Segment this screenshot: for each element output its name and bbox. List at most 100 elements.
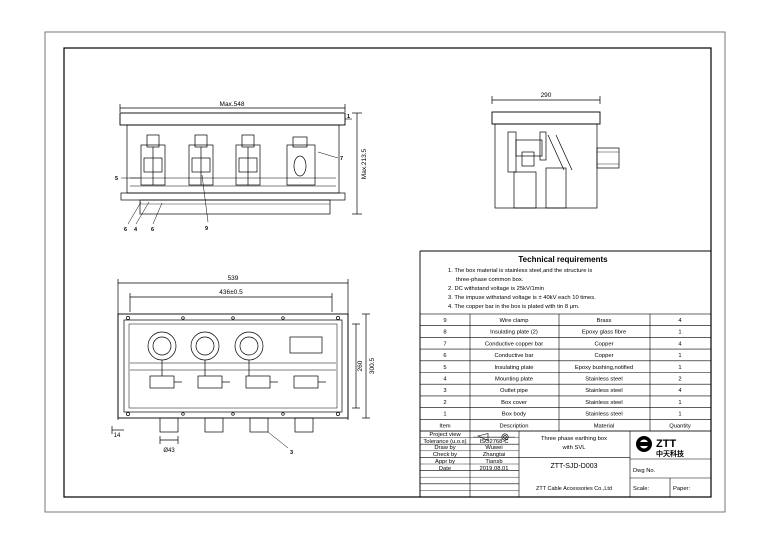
table-row-desc: Insulating plate (2) [490,330,538,336]
front-phase-3 [235,134,261,186]
table-row-material: Stainless steel [585,377,622,383]
table-row-item: 8 [443,330,446,336]
technical-requirements: Technical requirements 1. The box materi… [419,250,711,497]
tech-req-line-2: three-phase common box. [456,277,524,283]
check-by-value: Zhangtai [483,452,506,458]
table-row-desc: Conductive copper bar [485,341,543,347]
table-row-desc: Outlet pipe [500,388,528,394]
tech-req-title: Technical requirements [518,255,608,264]
side-view [491,96,620,209]
drawn-by-label: Draw by [434,445,455,451]
inner-frame [63,47,712,498]
callout-3: 3 [290,450,293,456]
table-header-quantity: Quantity [669,423,691,429]
table-row-material: Stainless steel [585,400,622,406]
top-dim-left: 14 [114,433,121,439]
callout-9: 9 [205,226,208,232]
callout-1: 1 [347,114,350,120]
table-row-desc: Conductive bar [495,353,534,359]
table-row-item: 1 [443,412,446,418]
title-block-text: Project view Tolerance (u.o.s) ISO2768-C… [423,432,690,492]
top-dim-outer: 539 [228,275,239,282]
paper-label: Paper: [673,486,690,492]
table-row-desc: Mounting plate [495,377,533,383]
tech-req-line-4: 3. The impuse withstand voltage is ± 40k… [448,295,596,301]
tech-req-line-1: 1. The box material is stainless steel,a… [448,268,592,274]
table-row-qty: 2 [678,377,681,383]
table-row-item: 7 [443,341,446,347]
logo-text: ZTT [656,438,676,450]
scale-label: Scale: [633,486,650,492]
table-row-qty: 4 [678,388,682,394]
appr-by-label: Appr by [435,459,455,465]
date-label: Date [439,466,451,472]
front-phase-1 [140,134,166,186]
tolerance-label: Tolerance (u.o.s) [423,439,466,445]
table-row-qty: 1 [678,353,681,359]
ztt-logo: ZTT 中天科技 [636,436,685,458]
drawn-by-value: Wuwei [485,445,502,451]
top-dim-inner: 436±0.5 [219,289,243,296]
table-row-desc: Box cover [501,400,527,406]
table-row-desc: Box body [502,412,526,418]
table-row-material: Epoxy glass fibre [582,330,626,336]
callout-6b: 6 [151,227,154,233]
top-dim-height-outer: 300.5 [369,357,376,374]
table-row-item: 6 [443,353,446,359]
side-dim-top: 290 [541,92,552,99]
table-row-material: Stainless steel [585,388,622,394]
front-dim-right: Max.213.5 [361,148,368,179]
product-title-line-2: with SVL [562,445,587,451]
appr-by-value: Tiansb [485,459,502,465]
title-block [419,430,712,498]
front-dim-top: Max.548 [220,101,245,108]
table-row-material: Copper [594,353,613,359]
top-dim-height-inner: 260 [357,360,364,371]
table-row-qty: 1 [678,330,681,336]
company-name: ZTT Cable Accessories Co.,Ltd [536,486,612,492]
outer-frame [44,31,726,513]
tech-req-line-3: 2. DC withstand voltage is 25kV/1min [448,286,544,292]
table-header-material: Material [594,423,615,429]
top-dim-hole: Ø43 [163,448,175,454]
table-row-item: 4 [443,377,447,383]
top-view [111,279,370,449]
table-row-material: Epoxy bushing,notified [575,365,633,371]
table-row-item: 3 [443,388,446,394]
table-row-qty: 4 [678,318,682,324]
parts-table-text: 9 Wire clamp Brass 4 8 Insulating plate … [439,318,691,429]
table-row-item: 9 [443,318,446,324]
logo-subtext: 中天科技 [656,449,685,458]
front-view [119,104,362,225]
front-phase-2 [188,134,214,186]
callout-7: 7 [340,156,343,162]
projection-symbol-icon [473,433,515,441]
date-value: 2019.08.01 [479,466,508,472]
project-view-label: Project view [429,432,461,438]
parts-table [419,313,712,432]
table-row-material: Copper [594,341,613,347]
dwg-no-label: Dwg No. [633,468,656,474]
table-row-qty: 1 [678,400,681,406]
table-header-description: Description [500,423,529,429]
product-title-line-1: Three phase earthing box [541,436,607,442]
tolerance-value: ISO2768-C [480,439,509,445]
table-row-item: 5 [443,365,446,371]
callout-4: 4 [134,227,138,233]
front-phase-4 [286,136,316,186]
table-row-desc: Wire clamp [500,318,529,324]
table-row-item: 2 [443,400,446,406]
table-row-material: Brass [597,318,612,324]
table-row-material: Stainless steel [585,412,622,418]
callout-5: 5 [115,176,118,182]
table-header-item: Item [439,423,450,429]
table-row-qty: 4 [678,341,682,347]
callout-6a: 6 [124,227,127,233]
table-row-desc: Insulating plate [495,365,534,371]
tech-req-line-5: 4. The copper bar in the box is plated w… [448,304,580,310]
table-row-qty: 1 [678,412,681,418]
drawing-number: ZTT-SJD-D003 [550,463,597,470]
table-row-qty: 1 [678,365,681,371]
